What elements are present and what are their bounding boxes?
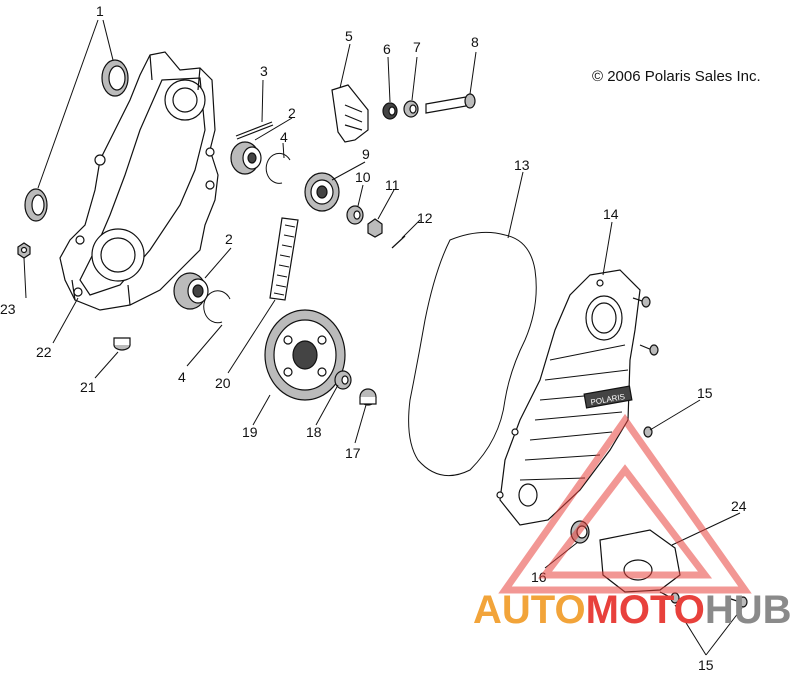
chaincase-housing [59,51,219,311]
snap-ring-upper [265,152,291,184]
callout-15-upper: 15 [697,385,713,401]
callout-3: 3 [260,63,268,79]
callout-6: 6 [383,41,391,57]
pin-3 [235,121,274,140]
nut-23 [17,242,31,259]
watermark-text: AUTOMOTOHUB [473,588,792,632]
chain-tensioner [331,84,369,143]
washer-10 [346,205,364,225]
callout-17: 17 [345,445,361,461]
watermark-text-moto: MOTO [586,588,705,632]
watermark-text-hub: HUB [705,588,792,632]
seal-lower [24,188,48,222]
washer-18 [334,370,352,390]
callout-8: 8 [471,34,479,50]
callout-19: 19 [242,424,258,440]
callout-9: 9 [362,146,370,162]
watermark-logo-triangles [498,413,752,594]
nut-6 [382,102,398,120]
callout-4-upper: 4 [280,129,288,145]
callout-24: 24 [731,498,747,514]
callout-23: 23 [0,301,16,317]
callout-11: 11 [385,177,400,193]
cover-gasket [408,231,537,477]
callout-2-lower: 2 [225,231,233,247]
callout-15-lower: 15 [698,657,714,673]
snap-ring-lower [203,290,231,324]
callout-18: 18 [306,424,322,440]
drain-plug [113,337,131,351]
sprocket-upper [304,172,340,212]
cover-bolt-c [643,426,653,438]
bearing-upper [230,141,262,175]
copyright-text: © 2006 Polaris Sales Inc. [592,68,761,85]
sprocket-lower [264,309,346,401]
cotter-pin-12 [391,235,406,249]
callout-20: 20 [215,375,231,391]
callout-14: 14 [603,206,619,222]
cover-bolt-a [632,296,651,308]
chaincase-cover: POLARIS [496,269,641,526]
bolt-11 [367,218,383,238]
sprocket-guard [599,529,681,593]
callout-7: 7 [413,39,421,55]
callout-10: 10 [355,169,371,185]
watermark: AUTOMOTOHUB [473,413,792,632]
callout-21: 21 [80,379,96,395]
watermark-text-auto: AUTO [473,588,586,632]
bolt-17 [359,388,377,406]
callout-4-lower: 4 [178,369,186,385]
callout-5: 5 [345,28,353,44]
cover-bolt-b [639,344,659,356]
cover-bolt-e [727,596,748,608]
callout-22: 22 [36,344,52,360]
callout-2-upper: 2 [288,105,296,121]
leader-lines [23,19,743,656]
bearing-lower [173,272,209,310]
seal-upper [101,59,129,97]
callout-13: 13 [514,157,530,173]
bolt-8 [425,93,476,114]
washer-7 [403,100,419,118]
callout-12: 12 [417,210,433,226]
drive-chain [269,217,299,301]
callout-1: 1 [96,3,104,19]
